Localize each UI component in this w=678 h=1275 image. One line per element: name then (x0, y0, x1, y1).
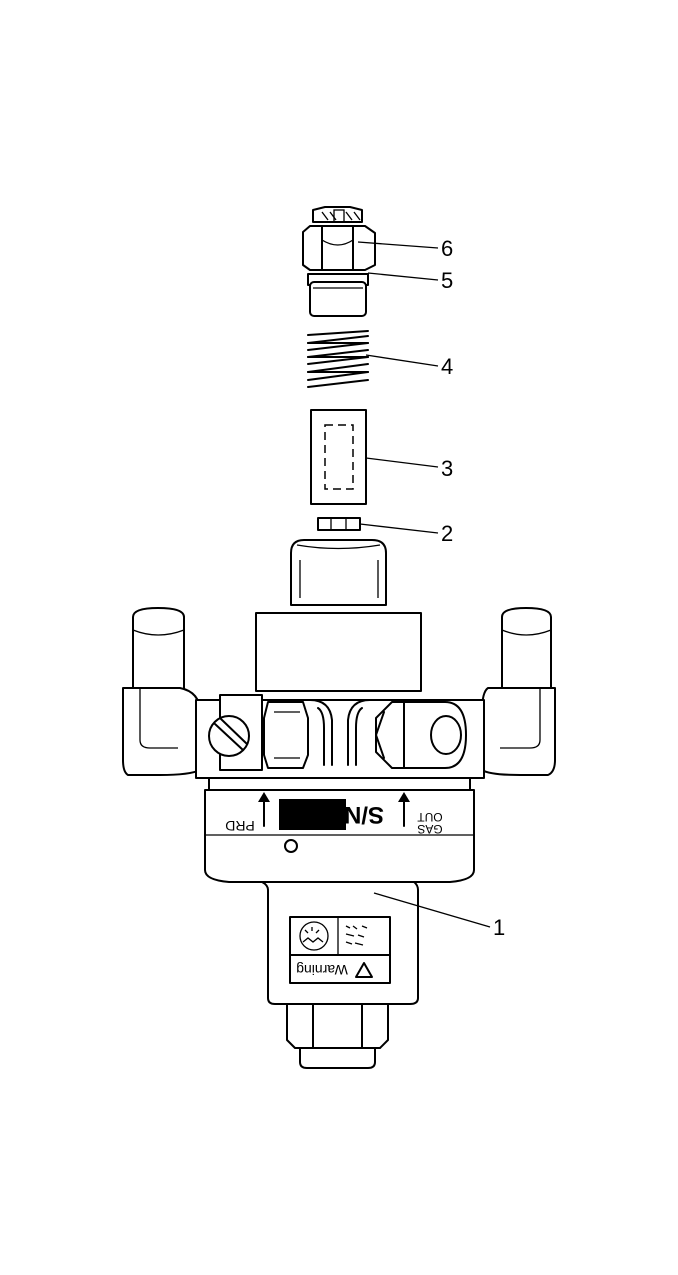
part-6-hex-cap (302, 206, 376, 271)
prd-label: PRD (225, 818, 255, 834)
gas-label: GAS (417, 822, 442, 836)
callout-3: 3 (441, 456, 453, 481)
callout-5: 5 (441, 268, 453, 293)
callout-4: 4 (441, 354, 453, 379)
part-4-spring (307, 330, 369, 388)
callout-6: 6 (441, 236, 453, 261)
body-labels: PRD S/N GAS OUT Warning (225, 792, 443, 978)
callout-1: 1 (493, 915, 505, 940)
part-5-threaded-body (307, 273, 369, 317)
callout-2: 2 (441, 521, 453, 546)
leader-lines (357, 241, 491, 928)
part-3-filter-element (310, 409, 367, 505)
out-label: OUT (417, 810, 443, 824)
serial-number-plate (279, 799, 346, 830)
warning-label: Warning (296, 962, 348, 978)
part-2-washer (317, 517, 361, 531)
part-1-regulator-body (122, 539, 556, 1069)
serial-label: S/N (344, 801, 384, 828)
